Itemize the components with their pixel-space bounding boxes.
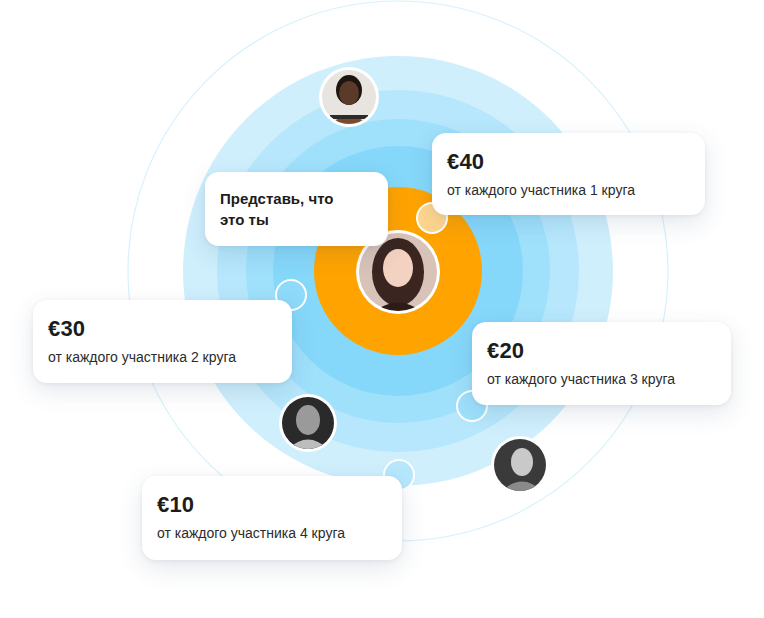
member-avatar xyxy=(492,437,548,493)
reward-card: €20 от каждого участника 3 круга xyxy=(472,322,731,405)
member-avatar xyxy=(280,395,336,451)
reward-description: от каждого участника 1 круга xyxy=(447,181,689,199)
reward-amount: €10 xyxy=(157,492,386,518)
reward-description: от каждого участника 2 круга xyxy=(48,348,276,366)
reward-card: €10 от каждого участника 4 круга xyxy=(142,476,402,560)
avatar-border xyxy=(319,67,379,127)
reward-description: от каждого участника 3 круга xyxy=(487,370,715,388)
member-avatar xyxy=(320,68,380,128)
reward-amount: €30 xyxy=(48,316,276,342)
reward-description: от каждого участника 4 круга xyxy=(157,524,386,542)
reward-amount: €20 xyxy=(487,338,715,364)
ring-4 xyxy=(183,56,613,486)
reward-card: €40 от каждого участника 1 круга xyxy=(432,133,705,215)
avatar-border xyxy=(491,436,549,494)
reward-amount: €40 xyxy=(447,149,689,175)
avatar-border xyxy=(279,394,337,452)
reward-card: €30 от каждого участника 2 круга xyxy=(33,300,292,383)
callout-card: Представь, что это ты xyxy=(205,172,388,246)
outer-orbit xyxy=(128,1,668,541)
callout-text: Представь, что это ты xyxy=(220,188,338,230)
